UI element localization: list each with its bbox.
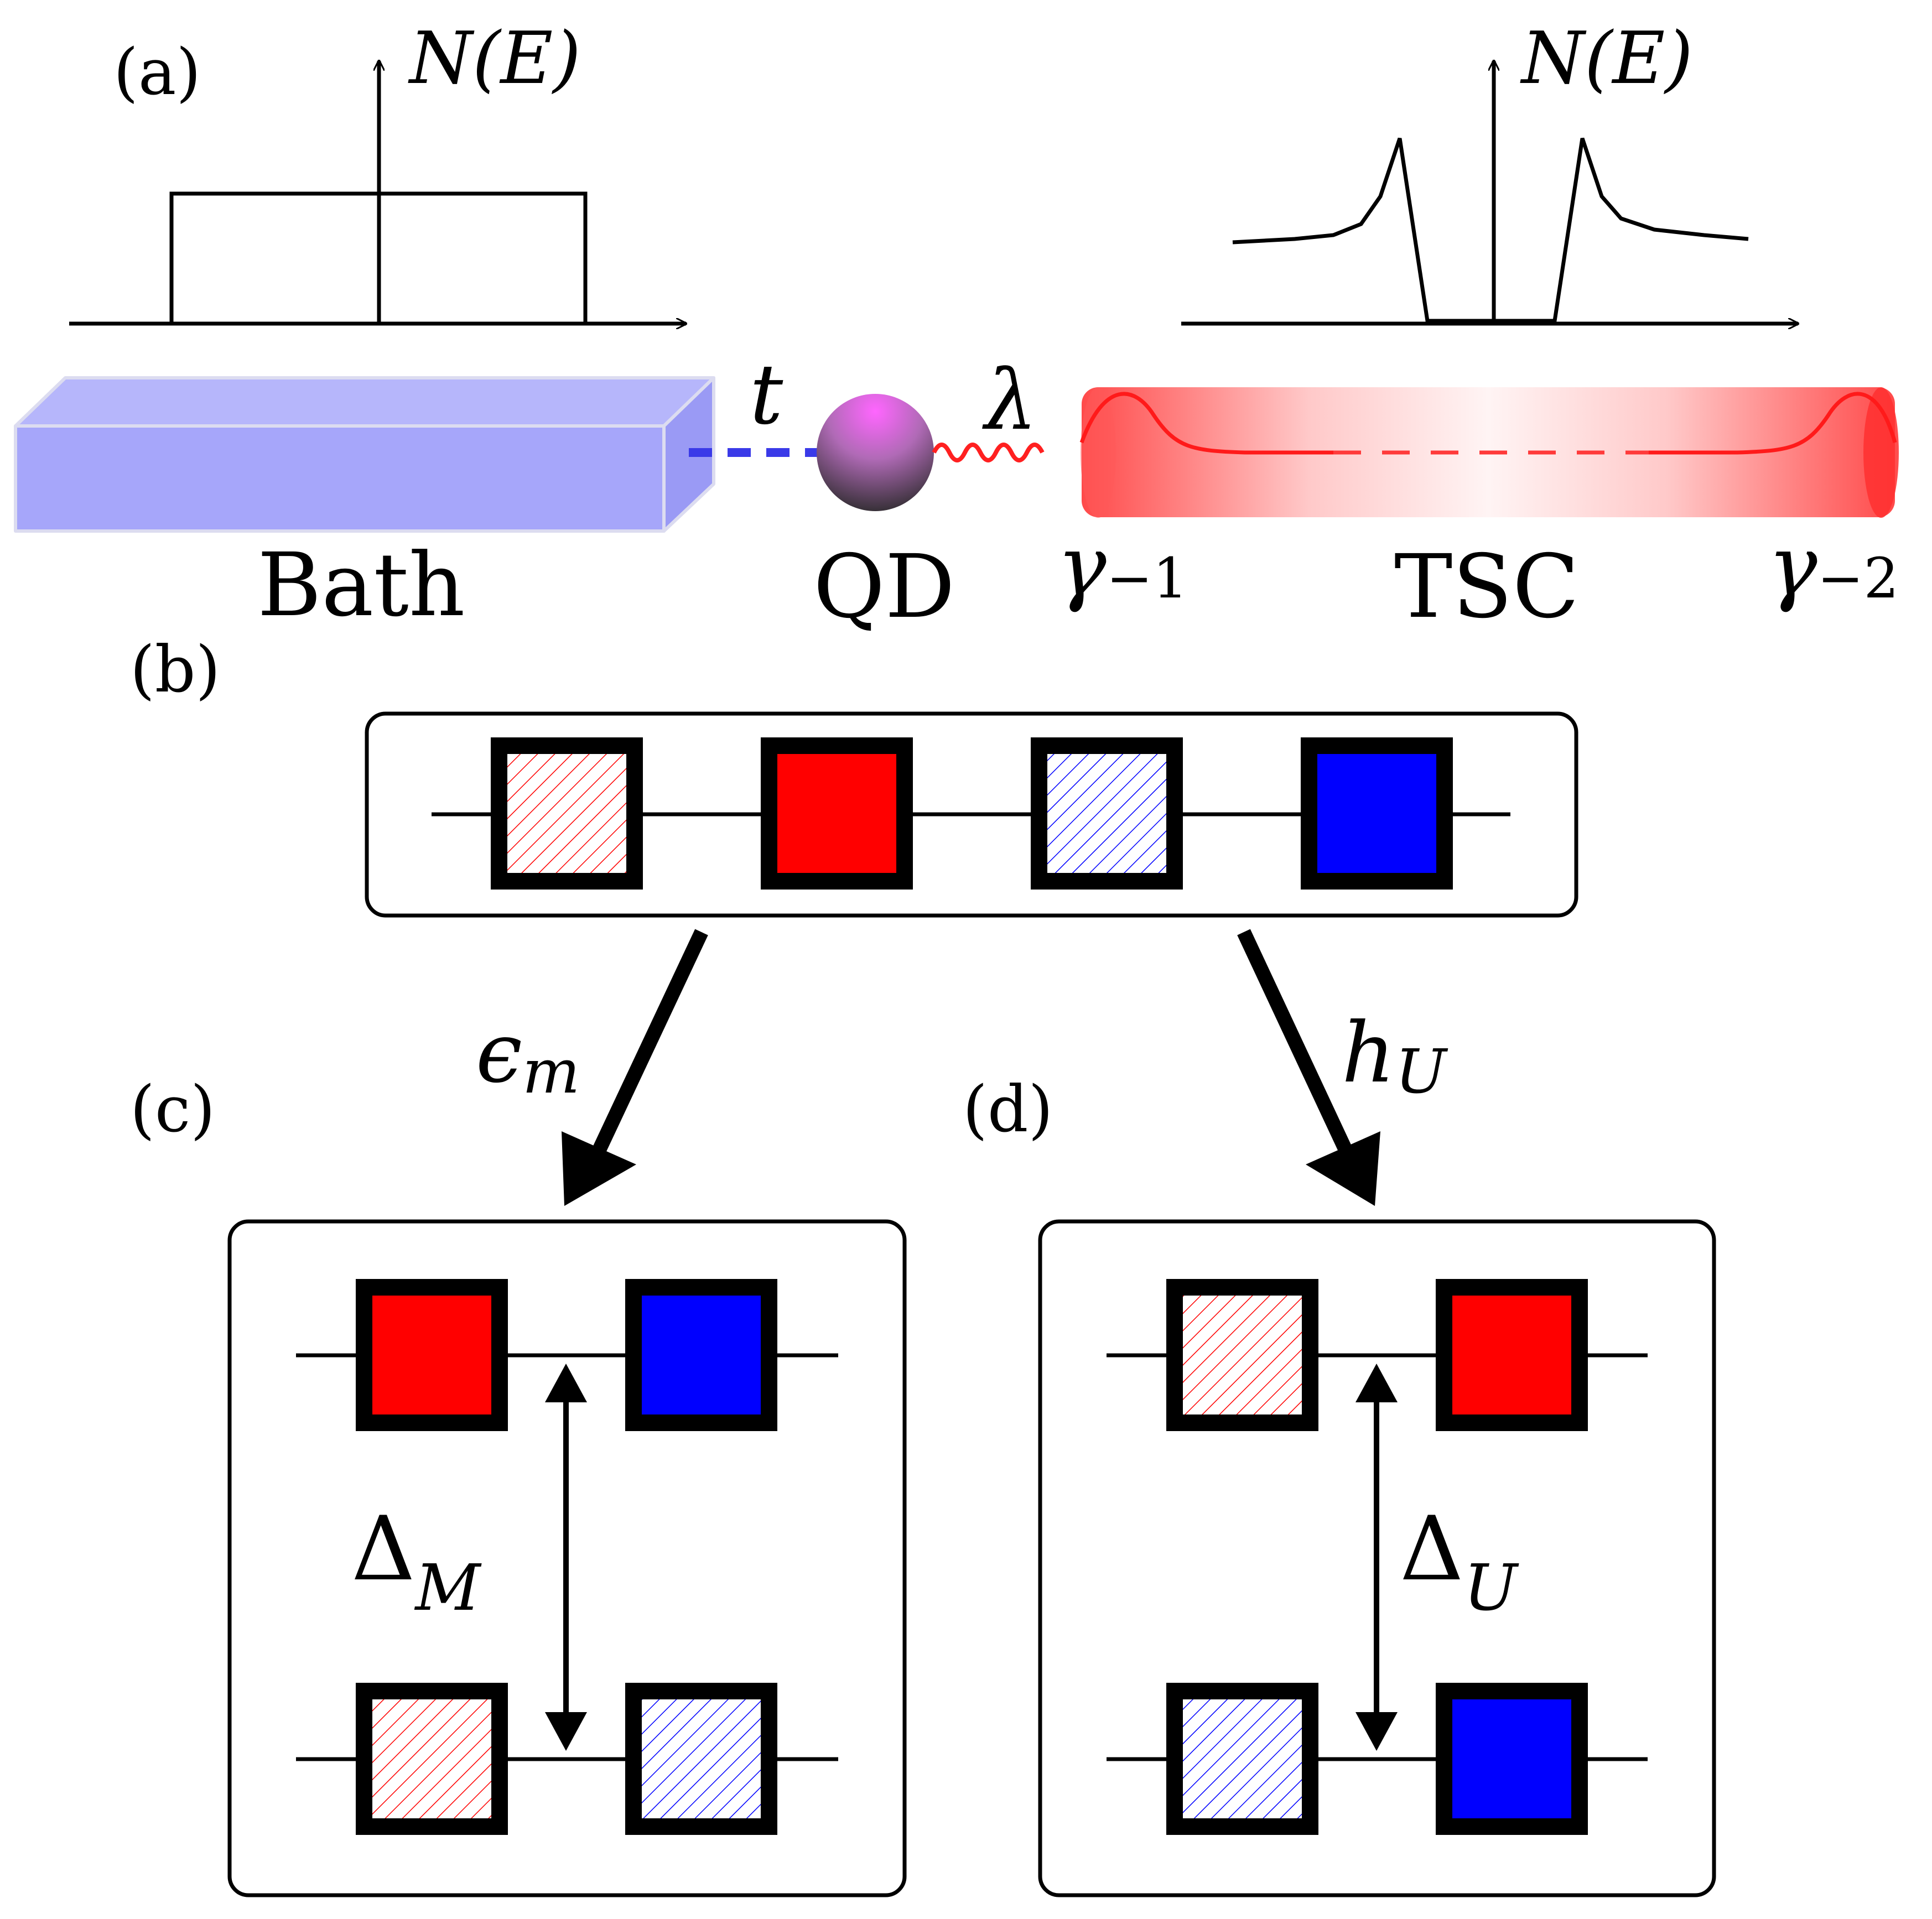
delta-m-label: ΔM — [351, 1497, 482, 1625]
bath-label: Bath — [257, 534, 465, 636]
chain-b-site-red-solid — [761, 737, 913, 890]
gamma-1-label: γ−1 — [1057, 518, 1188, 615]
panel-a-label: (a) — [113, 35, 201, 110]
panel-c-label: (c) — [130, 1073, 215, 1147]
gamma-2-label: γ−2 — [1768, 518, 1899, 615]
panel-d-label: (d) — [963, 1073, 1053, 1147]
chain-c-top-red-solid — [356, 1279, 508, 1431]
delta-u-label: ΔU — [1400, 1497, 1520, 1625]
qd-tsc-coupling-wave — [932, 443, 1045, 462]
gap-m-arrow — [545, 1364, 587, 1751]
quantum-dot — [817, 394, 934, 511]
chain-d-bottom-blue-hatched — [1166, 1683, 1318, 1835]
chain-d-top-red-hatched — [1166, 1279, 1318, 1431]
chain-b-site-blue-hatched — [1031, 737, 1183, 890]
chain-c-bottom-red-hatched — [356, 1683, 508, 1835]
chain-d-bottom-blue-solid — [1436, 1683, 1588, 1835]
panel-b: (b) — [130, 633, 1578, 918]
chain-c-bottom-blue-hatched — [625, 1683, 777, 1835]
arrow-to-c-head — [562, 1131, 636, 1206]
bath-dos-curve — [169, 191, 588, 324]
tsc-wire — [1079, 387, 1899, 518]
panel-d: (d) ΔU — [963, 1073, 1716, 1897]
h-u-label: hU — [1342, 1005, 1448, 1107]
chain-c-top-blue-solid — [625, 1279, 777, 1431]
qd-label: QD — [813, 536, 955, 638]
arrow-to-c — [591, 929, 708, 1157]
tsc-dos-curve — [1232, 137, 1749, 323]
chain-d-top-red-solid — [1436, 1279, 1588, 1431]
chain-b-site-red-hatched — [491, 737, 643, 890]
tsc-dos-plot — [1181, 61, 1798, 324]
arrow-to-d-head — [1306, 1131, 1380, 1206]
coupling-t-label: t — [750, 347, 783, 443]
chain-b-site-blue-solid — [1301, 737, 1453, 890]
arrow-to-d — [1237, 929, 1354, 1157]
tsc-label: TSC — [1394, 536, 1580, 638]
panel-b-label: (b) — [130, 633, 220, 707]
gap-u-arrow — [1355, 1364, 1398, 1751]
epsilon-m-label: ϵm — [476, 1005, 580, 1107]
transition-arrows: ϵm hU — [476, 929, 1448, 1206]
tsc-dos-axis-label: N(E) — [1520, 16, 1693, 100]
bath-dos-plot — [69, 61, 686, 324]
bath-box — [14, 376, 715, 533]
panel-a: (a) N(E) N(E) Bath t QD λ — [14, 16, 1899, 638]
bath-dos-axis-label: N(E) — [408, 16, 581, 100]
coupling-lambda-label: λ — [982, 352, 1037, 449]
panel-c: (c) ΔM — [130, 1073, 907, 1897]
